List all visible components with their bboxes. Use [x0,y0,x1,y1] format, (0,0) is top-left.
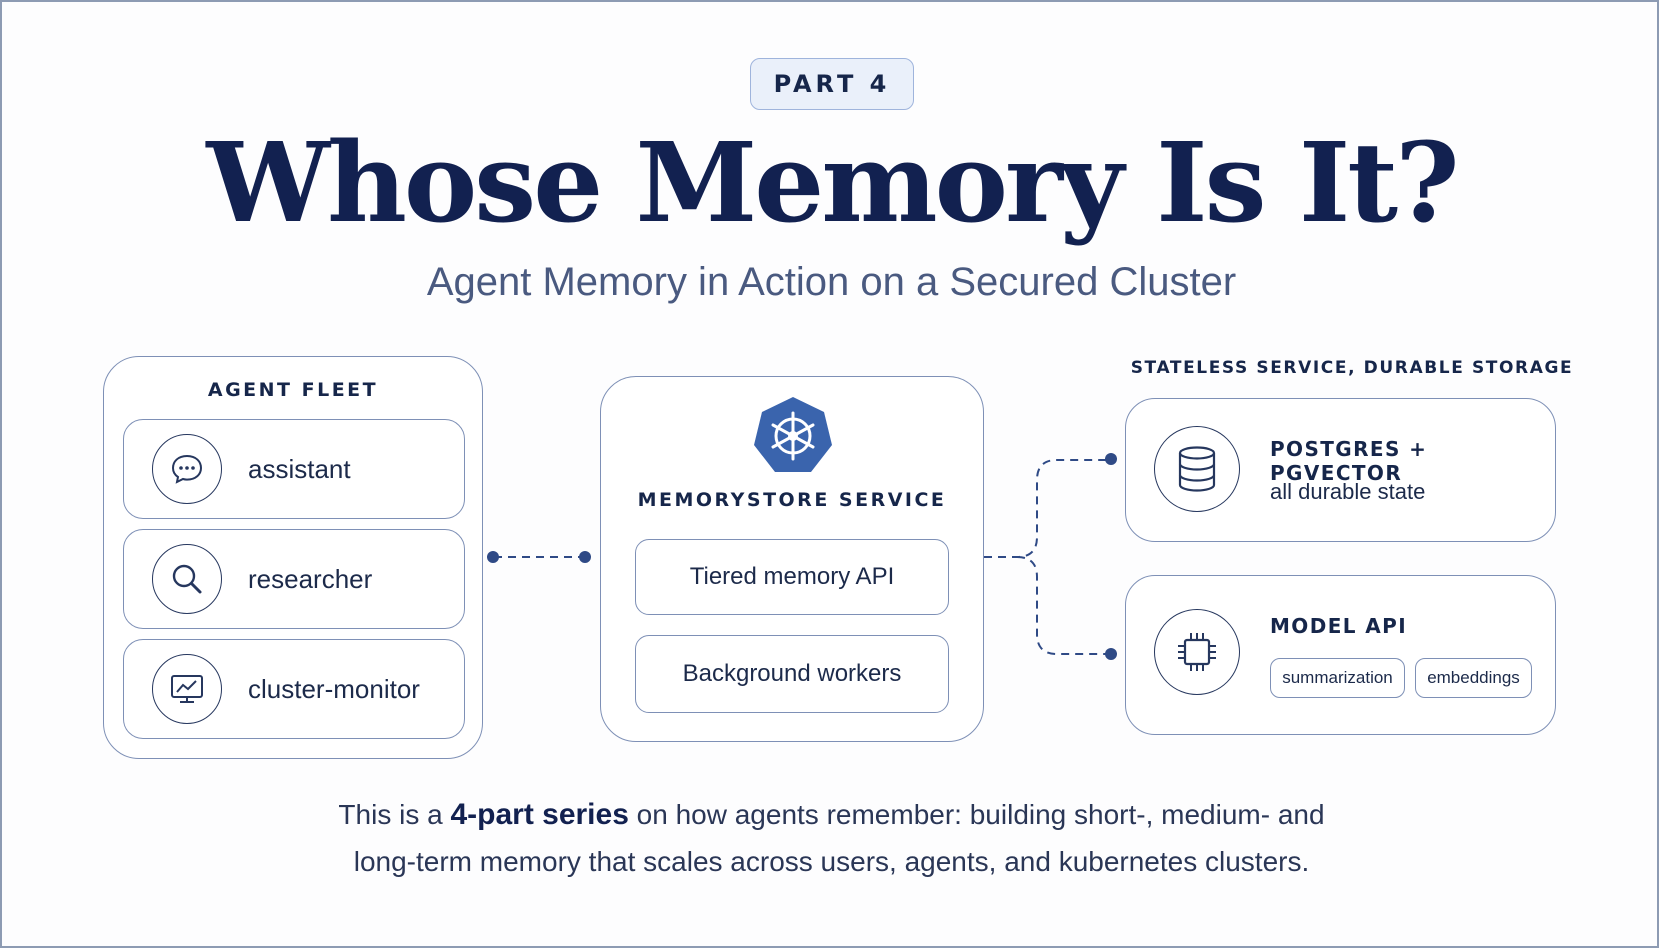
postgres-card[interactable]: POSTGRES + PGVECTOR all durable state [1125,398,1556,542]
agent-fleet-panel: AGENT FLEET assistant researcher [103,356,483,759]
agent-label-assistant: assistant [248,453,351,484]
storage-heading: STATELESS SERVICE, DURABLE STORAGE [1130,358,1574,378]
chip-icon [1154,609,1240,695]
model-connector-dot [1105,648,1117,660]
footer-suffix: on how agents remember: building short-,… [628,799,1325,830]
service-to-model-connector [1016,556,1110,655]
footer-prefix: This is a [338,799,451,830]
footer-line-1: This is a 4-part series on how agents re… [2,798,1659,832]
tiered-memory-api-box[interactable]: Tiered memory API [635,539,949,615]
memorystore-heading: MEMORYSTORE SERVICE [637,489,947,511]
agent-card-assistant[interactable]: assistant [123,419,465,519]
storage-connector-dot [1105,453,1117,465]
magnifier-icon [152,544,222,614]
model-api-card[interactable]: MODEL API summarization embeddings [1125,575,1556,735]
postgres-title: POSTGRES + PGVECTOR [1270,437,1428,485]
part-badge: PART 4 [750,58,914,110]
page-title: Whose Memory Is It? [206,118,1459,247]
database-icon [1154,426,1240,512]
service-to-storage-connector [984,459,1110,558]
kubernetes-helm-icon [751,395,835,475]
service-connector-dot [579,551,591,563]
agent-fleet-heading: AGENT FLEET [207,379,379,401]
footer-bold: 4-part series [450,798,629,831]
agent-label-cluster-monitor: cluster-monitor [248,673,420,704]
part-badge-label: PART 4 [773,70,891,98]
summarization-chip[interactable]: summarization [1270,658,1405,698]
agent-card-cluster-monitor[interactable]: cluster-monitor [123,639,465,739]
model-api-title: MODEL API [1270,614,1408,638]
memorystore-panel: MEMORYSTORE SERVICE Tiered memory API Ba… [600,376,984,742]
monitor-chart-icon [152,654,222,724]
footer-line-2: long-term memory that scales across user… [353,846,1310,877]
embeddings-chip[interactable]: embeddings [1415,658,1532,698]
fleet-connector-dot [487,551,499,563]
chat-bubble-icon [152,434,222,504]
postgres-subtitle: all durable state [1270,479,1426,504]
page-subtitle: Agent Memory in Action on a Secured Clus… [426,260,1237,304]
background-workers-box[interactable]: Background workers [635,635,949,713]
agent-label-researcher: researcher [248,563,373,594]
agent-card-researcher[interactable]: researcher [123,529,465,629]
